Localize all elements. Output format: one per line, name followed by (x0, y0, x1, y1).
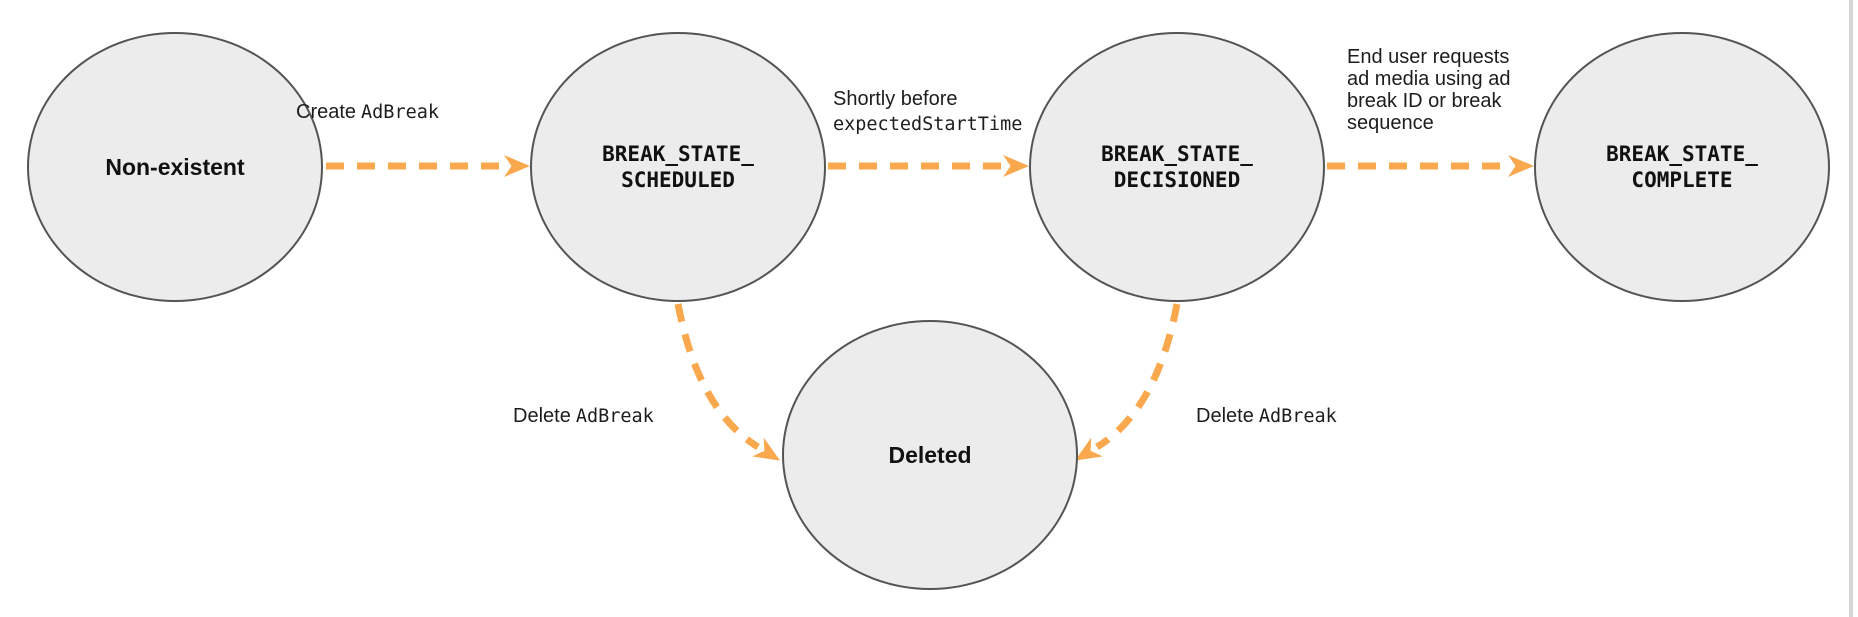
transition-label-delete-right-plain: Delete (1196, 405, 1254, 427)
transition-label-end-user-requests-line3: break ID or break (1347, 90, 1502, 112)
state-label-non-existent: Non-existent (105, 154, 245, 180)
state-circle-break-state-complete: BREAK_STATE_ COMPLETE (1534, 32, 1830, 302)
state-circle-non-existent: Non-existent (27, 32, 323, 302)
transition-label-delete-right-code: AdBreak (1258, 406, 1337, 427)
state-label-break-state-scheduled: BREAK_STATE_ SCHEDULED (602, 142, 754, 192)
transition-label-end-user-requests-line4: sequence (1347, 112, 1434, 134)
arrow-delete-from-scheduled (674, 303, 781, 461)
state-circle-break-state-decisioned: BREAK_STATE_ DECISIONED (1029, 32, 1325, 302)
state-label-break-state-complete: BREAK_STATE_ COMPLETE (1606, 142, 1758, 192)
state-label-break-state-decisioned: BREAK_STATE_ DECISIONED (1101, 142, 1253, 192)
arrow-delete-from-decisioned (1074, 303, 1181, 461)
transition-label-shortly-before-plain: Shortly before (833, 88, 958, 110)
transition-label-create-adbreak-plain: Create (296, 101, 357, 123)
transition-label-delete-left-code: AdBreak (575, 406, 654, 427)
transition-label-expectedstarttime-code: expectedStartTime (833, 114, 1023, 135)
transition-label-shortly-before: Shortly before expectedStartTime (833, 87, 1022, 137)
state-circle-break-state-scheduled: BREAK_STATE_ SCHEDULED (530, 32, 826, 302)
transition-label-end-user-requests-line1: End user requests (1347, 46, 1510, 68)
state-circle-deleted: Deleted (782, 320, 1078, 590)
transition-label-end-user-requests-line2: ad media using ad (1347, 68, 1511, 90)
transition-label-delete-left-plain: Delete (513, 405, 571, 427)
transition-label-end-user-requests: End user requests ad media using ad brea… (1347, 46, 1510, 134)
state-label-deleted: Deleted (888, 442, 972, 468)
transition-label-create-adbreak-code: AdBreak (361, 102, 439, 123)
page-right-edge-line (1849, 0, 1853, 617)
